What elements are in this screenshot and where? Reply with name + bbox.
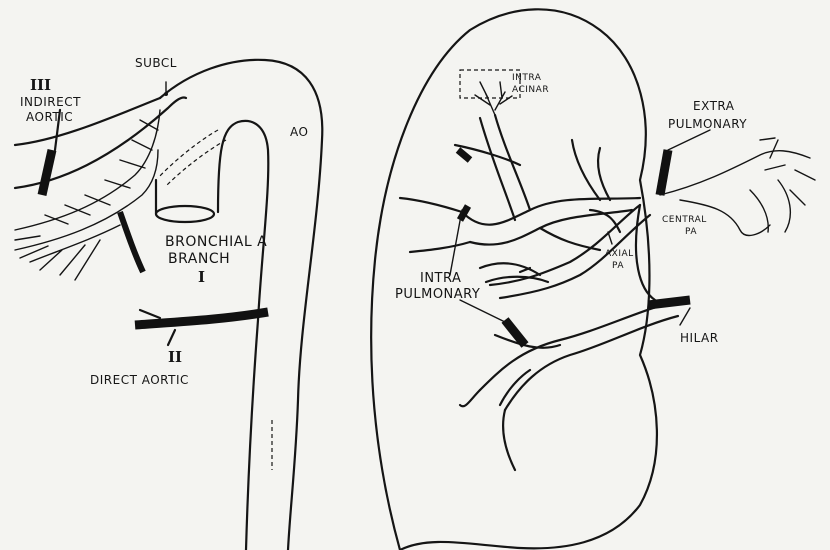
ascending-aorta-cut — [156, 206, 214, 222]
intra-acinar-box — [460, 70, 520, 98]
label-roman-two: II — [168, 348, 182, 366]
label-intra-acinar-1: INTRA — [512, 73, 542, 83]
direct-aortic-vessel — [135, 312, 268, 325]
bronchial-branch-vessel — [120, 212, 143, 272]
label-intra-acinar-2: ACINAR — [512, 85, 549, 95]
label-branch: BRANCH — [168, 251, 230, 267]
pulmonary-artery-tree — [400, 70, 680, 470]
label-roman-three: III — [30, 76, 51, 94]
bronchial-arteries — [42, 110, 268, 345]
label-bronchial-a: BRONCHIAL A — [165, 234, 267, 250]
hilar-vessel — [648, 300, 690, 305]
label-intra: INTRA — [420, 271, 461, 286]
label-extra: EXTRA — [693, 99, 735, 113]
aorta-inner-wall — [218, 121, 268, 550]
subcl-pointer-dot — [164, 92, 168, 96]
label-central-pa: PA — [685, 227, 697, 237]
label-ao: AO — [290, 125, 308, 139]
label-axial-pa: PA — [612, 261, 624, 271]
label-indirect: INDIRECT — [20, 95, 81, 109]
indirect-aortic-vessel — [42, 150, 52, 195]
label-roman-one: I — [198, 268, 205, 286]
label-central: CENTRAL — [662, 215, 707, 225]
extra-pulmonary-vessel — [660, 150, 668, 195]
label-axial: AXIAL — [605, 249, 634, 259]
label-aortic: AORTIC — [26, 110, 73, 124]
aorta-hidden-line — [158, 130, 218, 178]
label-hilar: HILAR — [680, 331, 719, 345]
label-direct-aortic: DIRECT AORTIC — [90, 373, 189, 387]
label-intrapulmonary: PULMONARY — [395, 287, 480, 302]
label-pulmonary: PULMONARY — [668, 117, 747, 131]
label-subcl: SUBCL — [135, 56, 177, 70]
